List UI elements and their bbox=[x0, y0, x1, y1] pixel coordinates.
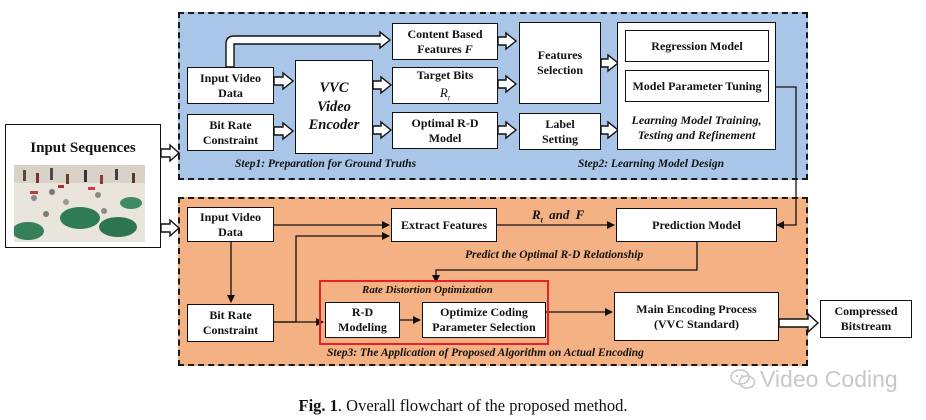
figure-caption: Fig. 1. Overall flowchart of the propose… bbox=[0, 396, 926, 416]
input-sequences-thumbnail bbox=[14, 165, 145, 242]
step1-label: Step1: Preparation for Ground Truths bbox=[235, 158, 417, 170]
line-arrows bbox=[227, 86, 797, 326]
watermark: Video Coding bbox=[730, 366, 898, 393]
extract-features-box: Extract Features bbox=[391, 208, 497, 242]
model-parameter-tuning-box: Model Parameter Tuning bbox=[625, 70, 769, 102]
rt-and-f-label: Rt and F bbox=[532, 207, 585, 225]
step2-label: Step2: Learning Model Design bbox=[578, 158, 724, 170]
chat-bubble-icon bbox=[730, 369, 756, 389]
predict-optimal-rd-label: Predict the Optimal R-D Relationship bbox=[465, 249, 644, 261]
rdo-highlight-box bbox=[319, 280, 549, 345]
regression-model-box: Regression Model bbox=[625, 30, 769, 62]
input-sequences-label: Input Sequences bbox=[30, 140, 136, 156]
hollow-arrows bbox=[160, 30, 820, 334]
rdo-title-label: Rate Distortion Optimization bbox=[362, 284, 493, 296]
figure-number: Fig. 1 bbox=[298, 396, 338, 415]
prediction-model-box: Prediction Model bbox=[616, 208, 777, 242]
step3-label: Step3: The Application of Proposed Algor… bbox=[327, 347, 644, 359]
main-encoding-box: Main Encoding Process(VVC Standard) bbox=[614, 292, 779, 341]
figure-caption-text: . Overall flowchart of the proposed meth… bbox=[337, 396, 628, 415]
